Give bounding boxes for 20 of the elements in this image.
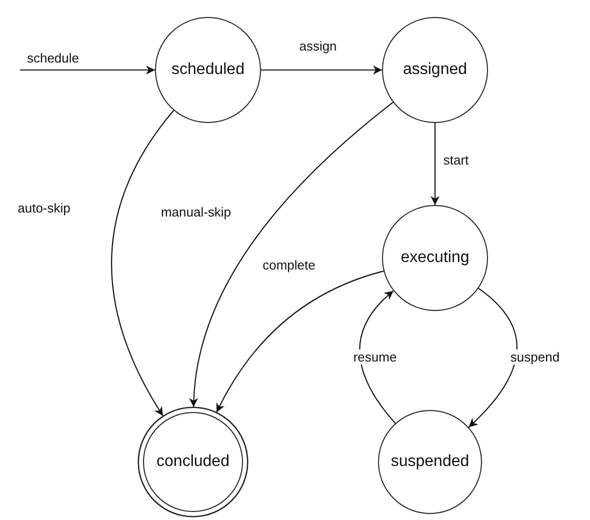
edge-label: auto-skip <box>16 200 72 216</box>
edge-label: complete <box>260 258 318 272</box>
state-name: concluded <box>156 453 230 471</box>
state-name: suspended <box>390 453 470 471</box>
arrow <box>190 102 394 408</box>
arrow <box>20 66 155 74</box>
edge-label: suspend <box>508 350 562 364</box>
state-name: scheduled <box>172 61 244 79</box>
edge-label: resume <box>351 350 399 364</box>
edge-label: assign <box>297 38 339 54</box>
state-name: executing <box>400 249 470 267</box>
state-name: assigned <box>402 61 468 79</box>
arrow <box>359 290 396 424</box>
edge-label: manual-skip <box>158 204 234 220</box>
arrow <box>430 123 440 205</box>
arrow <box>216 270 384 413</box>
arrow <box>261 66 382 74</box>
arrow <box>468 288 518 428</box>
arrow <box>111 110 174 416</box>
edge-label: schedule <box>24 50 82 66</box>
